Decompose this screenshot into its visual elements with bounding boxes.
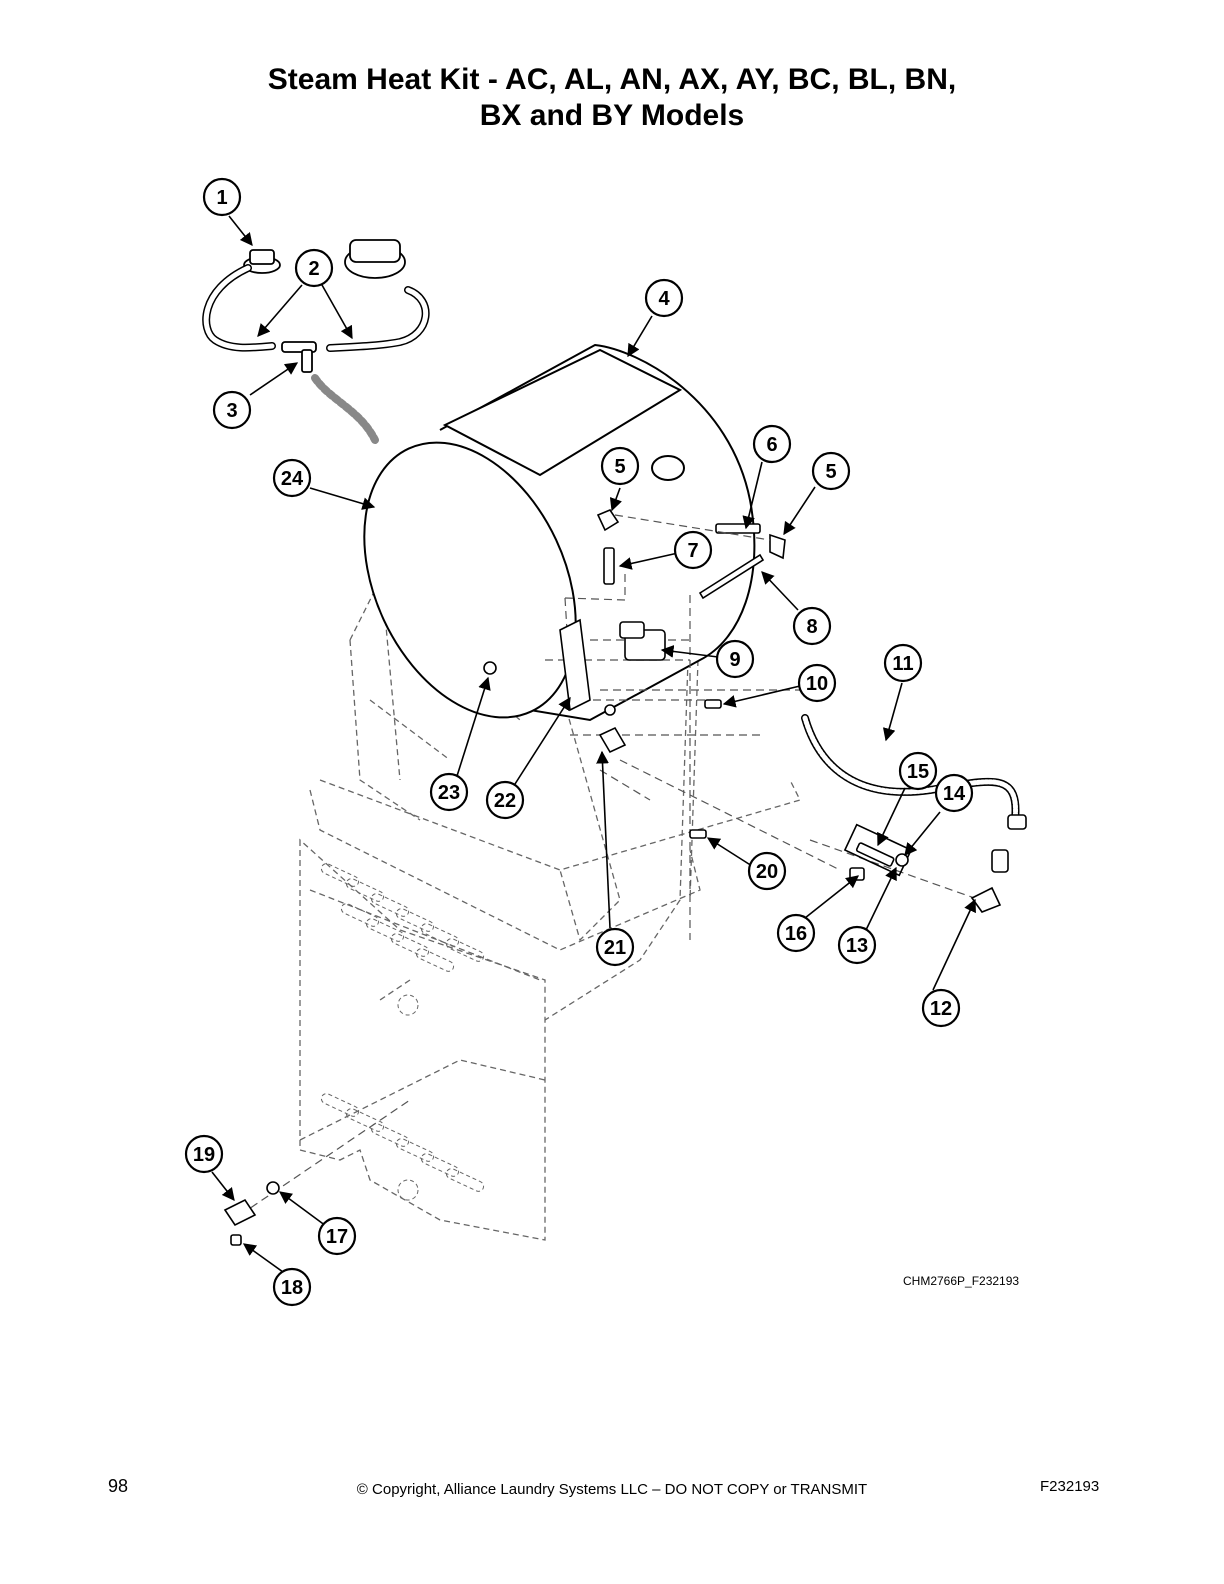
callout-13: 13 (837, 925, 877, 965)
leader-arrows (211, 215, 976, 1273)
callout-3: 3 (212, 390, 252, 430)
callout-8: 8 (792, 606, 832, 646)
callout-label: 10 (806, 673, 828, 695)
callout-circle (797, 663, 837, 703)
callout-label: 17 (326, 1226, 348, 1248)
callout-23: 23 (429, 772, 469, 812)
callout-label: 18 (281, 1277, 303, 1299)
callout-label: 21 (604, 937, 626, 959)
callout-circle (600, 446, 640, 486)
callout-circle (792, 606, 832, 646)
callout-circle (673, 530, 713, 570)
callout-9: 9 (715, 639, 755, 679)
document-id: F232193 (1040, 1478, 1100, 1495)
title-line-1: Steam Heat Kit - AC, AL, AN, AX, AY, BC,… (267, 63, 957, 96)
coil-housing (363, 343, 756, 722)
callout-16: 16 (776, 913, 816, 953)
callout-label: 14 (943, 783, 966, 805)
callout-label: 15 (907, 761, 929, 783)
callout-label: 12 (930, 998, 952, 1020)
callout-label: 22 (494, 790, 516, 812)
fittings-studs (596, 509, 786, 600)
callout-4: 4 (644, 278, 684, 318)
callout-label: 20 (756, 861, 778, 883)
callout-14: 14 (934, 773, 974, 813)
callout-circle (429, 772, 469, 812)
callout-6: 6 (752, 424, 792, 464)
callout-circle (272, 458, 312, 498)
callout-10: 10 (797, 663, 837, 703)
callout-circle (272, 1267, 312, 1307)
callout-label: 5 (825, 461, 836, 483)
title-line-2: BX and BY Models (479, 99, 745, 132)
callout-label: 3 (226, 400, 237, 422)
callout-circle (212, 390, 252, 430)
callout-18: 18 (272, 1267, 312, 1307)
hose-fittings (223, 699, 1027, 1246)
callout-5: 5 (811, 451, 851, 491)
routing-lines (239, 514, 981, 1216)
callout-circle (715, 639, 755, 679)
vent-slots (320, 863, 485, 1201)
callout-label: 16 (785, 923, 807, 945)
callout-circle (837, 925, 877, 965)
callout-12: 12 (921, 988, 961, 1028)
callout-circle (485, 780, 525, 820)
callout-circle (776, 913, 816, 953)
callout-label: 24 (281, 468, 304, 490)
callout-circle (921, 988, 961, 1028)
callout-circle (317, 1216, 357, 1256)
flex-hose (801, 714, 1020, 824)
page-title: Steam Heat Kit - AC, AL, AN, AX, AY, BC,… (0, 62, 1224, 134)
callout-circle (752, 424, 792, 464)
callout-circle (202, 177, 242, 217)
callout-label: 9 (729, 649, 740, 671)
copyright-notice: © Copyright, Alliance Laundry Systems LL… (356, 1481, 868, 1498)
callout-21: 21 (595, 927, 635, 967)
callout-15: 15 (898, 751, 938, 791)
callout-label: 13 (846, 935, 868, 957)
callout-19: 19 (184, 1134, 224, 1174)
callout-7: 7 (673, 530, 713, 570)
callout-11: 11 (883, 643, 923, 683)
callout-circle (811, 451, 851, 491)
callout-circle (883, 643, 923, 683)
callout-label: 4 (658, 288, 670, 310)
callout-5: 5 (600, 446, 640, 486)
callout-circle (747, 851, 787, 891)
callout-circle (934, 773, 974, 813)
callout-1: 1 (202, 177, 242, 217)
callout-label: 5 (614, 456, 625, 478)
callout-label: 11 (892, 653, 913, 675)
callout-20: 20 (747, 851, 787, 891)
callout-label: 2 (308, 258, 319, 280)
callout-label: 6 (766, 434, 777, 456)
valve-bracket (483, 618, 666, 754)
pressure-switch-assembly (202, 239, 430, 444)
callout-label: 7 (687, 540, 698, 562)
callout-circle (595, 927, 635, 967)
page-number: 98 (108, 1476, 129, 1496)
callout-label: 19 (193, 1144, 215, 1166)
callout-circle (184, 1134, 224, 1174)
callout-24: 24 (272, 458, 312, 498)
callout-22: 22 (485, 780, 525, 820)
callout-circle (644, 278, 684, 318)
callout-2: 2 (294, 248, 334, 288)
callout-label: 8 (806, 616, 817, 638)
callout-label: 1 (216, 187, 227, 209)
callout-circle (898, 751, 938, 791)
callout-label: 23 (438, 782, 460, 804)
callout-17: 17 (317, 1216, 357, 1256)
drawing-id: CHM2766P_F232193 (903, 1274, 1020, 1288)
callout-circle (294, 248, 334, 288)
